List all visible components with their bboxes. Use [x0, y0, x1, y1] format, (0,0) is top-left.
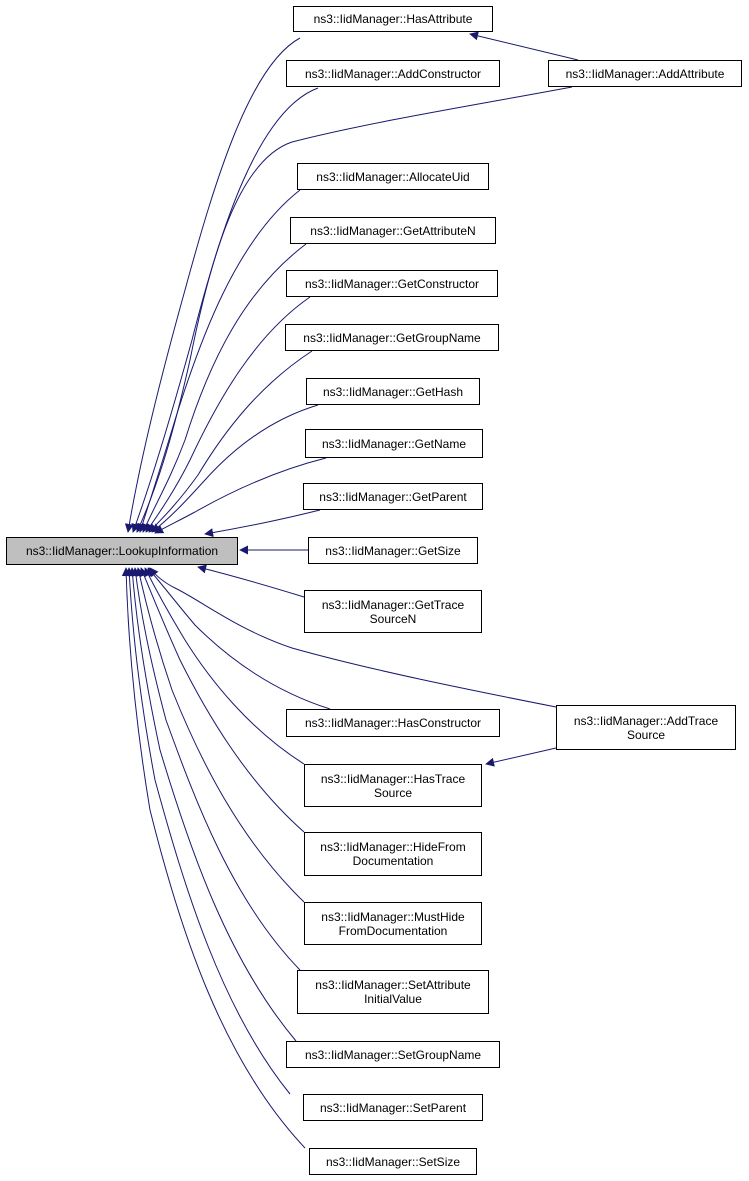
node-label-line: ns3::IidManager::MustHide — [321, 909, 465, 924]
node-has-constructor[interactable]: ns3::IidManager::HasConstructor — [286, 709, 500, 737]
edge-allocate-uid-to-lookup-information — [138, 189, 301, 533]
node-get-constructor[interactable]: ns3::IidManager::GetConstructor — [286, 270, 498, 297]
node-label-line: ns3::IidManager::SetGroupName — [304, 1047, 482, 1062]
node-label-line: ns3::IidManager::AddAttribute — [565, 66, 725, 81]
node-label-line: ns3::IidManager::HasConstructor — [304, 716, 482, 730]
node-label-line: ns3::IidManager::HideFrom — [320, 840, 466, 854]
node-label-line: ns3::IidManager::HasTrace — [320, 771, 466, 786]
node-label-line: ns3::IidManager::HasAttribute — [313, 12, 473, 26]
node-add-attribute[interactable]: ns3::IidManager::AddAttribute — [548, 60, 742, 87]
edge-has-attribute-to-lookup-information — [124, 37, 301, 533]
node-label-line: ns3::IidManager::GetGroupName — [303, 330, 481, 345]
node-label-line: Documentation — [352, 854, 434, 868]
node-label-line: ns3::IidManager::AddConstructor — [304, 66, 482, 81]
edge-get-name-to-lookup-information — [154, 457, 327, 534]
node-label-line: ns3::IidManager::GetTrace — [321, 597, 465, 612]
node-add-constructor[interactable]: ns3::IidManager::AddConstructor — [286, 60, 500, 87]
edge-set-group-name-to-lookup-information — [128, 567, 297, 1042]
node-label-line: ns3::IidManager::SetAttribute — [315, 978, 471, 992]
node-allocate-uid[interactable]: ns3::IidManager::AllocateUid — [297, 163, 489, 190]
node-lookup-information: ns3::IidManager::LookupInformation — [6, 537, 238, 565]
edge-must-hide-from-documentation-to-lookup-information — [135, 567, 305, 903]
node-label-line: InitialValue — [364, 992, 422, 1006]
edge-get-trace-source-n-to-lookup-information — [197, 564, 305, 598]
edge-get-constructor-to-lookup-information — [145, 296, 311, 533]
node-set-group-name[interactable]: ns3::IidManager::SetGroupName — [286, 1041, 500, 1068]
node-get-name[interactable]: ns3::IidManager::GetName — [305, 429, 483, 458]
edge-add-attribute-to-lookup-information — [136, 86, 573, 533]
edge-get-hash-to-lookup-information — [151, 404, 319, 533]
node-label-line: ns3::IidManager::SetSize — [325, 1154, 461, 1169]
node-label-line: SourceN — [369, 611, 417, 626]
node-get-size[interactable]: ns3::IidManager::GetSize — [308, 537, 478, 564]
edge-get-group-name-to-lookup-information — [148, 350, 313, 533]
node-label-line: ns3::IidManager::LookupInformation — [25, 544, 219, 558]
edge-has-constructor-to-lookup-information — [147, 567, 331, 710]
edge-set-attribute-initial-value-to-lookup-information — [131, 567, 301, 971]
node-label-line: ns3::IidManager::GetAttributeN — [310, 223, 476, 238]
edge-add-trace-source-to-lookup-information — [149, 567, 557, 708]
node-label-line: ns3::IidManager::GetName — [321, 436, 467, 451]
edge-set-parent-to-lookup-information — [124, 567, 291, 1095]
edge-hide-from-documentation-to-lookup-information — [139, 567, 305, 833]
node-label-line: ns3::IidManager::AddTrace — [573, 713, 719, 728]
node-label-line: ns3::IidManager::GetHash — [322, 384, 464, 399]
node-label-line: Source — [373, 785, 413, 800]
node-label-line: ns3::IidManager::GetSize — [325, 543, 461, 558]
node-label-line: ns3::IidManager::AllocateUid — [316, 169, 470, 184]
edge-add-constructor-to-lookup-information — [131, 87, 319, 533]
edge-add-attribute-to-has-attribute — [469, 31, 579, 61]
edge-get-attribute-n-to-lookup-information — [142, 243, 307, 533]
node-label-line: Source — [626, 727, 666, 742]
node-label-line: ns3::IidManager::GetConstructor — [304, 276, 480, 291]
node-set-size[interactable]: ns3::IidManager::SetSize — [309, 1148, 477, 1175]
edge-has-trace-source-to-lookup-information — [144, 567, 305, 765]
node-get-hash[interactable]: ns3::IidManager::GetHash — [306, 378, 480, 405]
edge-set-size-to-lookup-information — [121, 567, 306, 1149]
node-get-group-name[interactable]: ns3::IidManager::GetGroupName — [285, 324, 499, 351]
node-label-line: ns3::IidManager::SetParent — [319, 1100, 467, 1115]
edge-get-parent-to-lookup-information — [204, 509, 321, 538]
node-get-attribute-n[interactable]: ns3::IidManager::GetAttributeN — [290, 217, 496, 244]
node-get-parent[interactable]: ns3::IidManager::GetParent — [303, 483, 483, 510]
edge-add-trace-source-to-has-trace-source — [485, 747, 557, 767]
node-set-parent[interactable]: ns3::IidManager::SetParent — [303, 1094, 483, 1121]
node-label-line: ns3::IidManager::GetParent — [319, 489, 467, 504]
node-has-attribute[interactable]: ns3::IidManager::HasAttribute — [293, 6, 493, 32]
node-label-line: FromDocumentation — [338, 923, 448, 938]
